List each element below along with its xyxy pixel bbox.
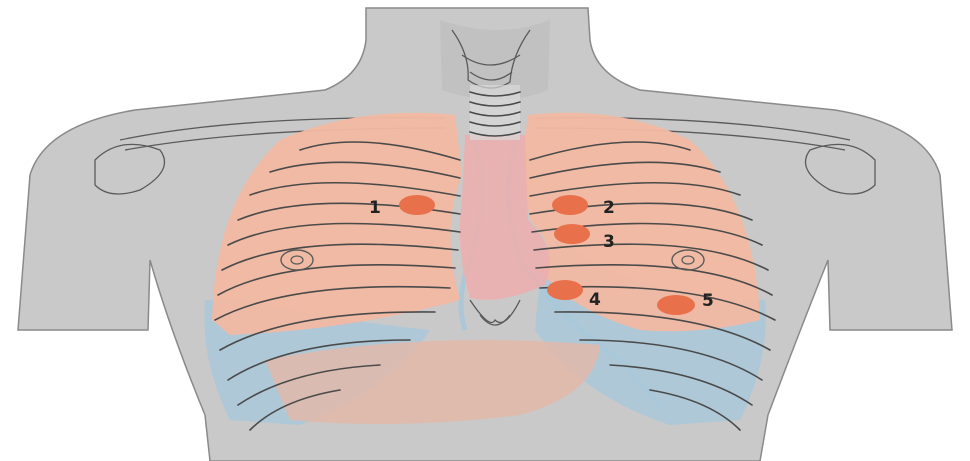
marker-4-label: 4 — [589, 290, 601, 310]
marker-3-dot — [554, 224, 590, 244]
marker-2-dot — [552, 195, 588, 215]
trachea — [470, 85, 520, 140]
marker-3-label: 3 — [603, 232, 615, 252]
marker-5-label: 5 — [702, 291, 714, 311]
marker-4-dot — [547, 280, 583, 300]
marker-5-dot — [657, 295, 695, 315]
marker-2-label: 2 — [603, 198, 615, 218]
marker-1-dot — [399, 195, 435, 215]
marker-1-label: 1 — [369, 198, 381, 218]
